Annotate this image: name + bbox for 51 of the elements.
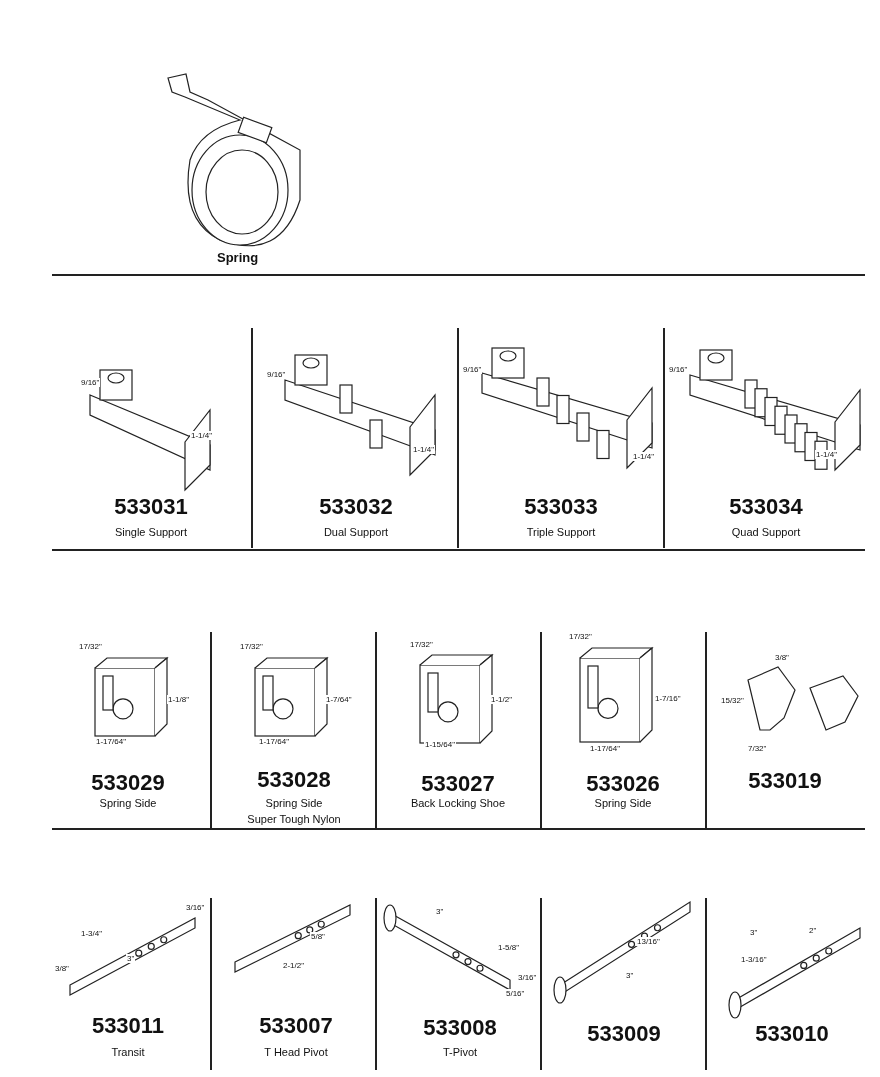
dimension-label: 1-3/16" [740,955,768,964]
dimension-label: 9/16" [668,365,689,374]
dimension-label: 3/8" [774,653,790,662]
dimension-label: 1-7/64" [325,695,353,704]
dimension-label: 1-5/8" [497,943,521,952]
dimension-label: 1-1/4" [190,431,214,440]
dimension-label: 3" [749,928,759,937]
dimension-label: 9/16" [80,378,101,387]
dimension-label: 7/32" [747,744,768,753]
dimension-label: 1-1/8" [167,695,191,704]
dimension-label: 17/32" [409,640,434,649]
dimension-label: 1-1/4" [412,445,436,454]
dimension-label: 17/32" [568,632,593,641]
dimension-label: 3/16" [517,973,538,982]
dimension-label: 2" [808,926,818,935]
dimension-label: 3" [625,971,635,980]
part-name: Spring Side [98,797,158,809]
dimension-label: 2-1/2" [282,961,306,970]
dimension-label: 1-1/2" [490,695,514,704]
dimension-label: 17/32" [239,642,264,651]
part-name: Triple Support [525,526,597,538]
dimension-label: 1-17/64" [95,737,127,746]
dimension-label: 3" [126,954,136,963]
dimension-label: 1-7/16" [654,694,682,703]
dimension-label: 1-1/4" [815,450,839,459]
part-name: Back Locking Shoe [409,797,507,809]
part-name: Super Tough Nylon [246,813,342,825]
part-name: Transit [110,1046,146,1058]
dimension-label: 1-17/64" [589,744,621,753]
part-name: Dual Support [322,526,390,538]
dimension-label: 13/16" [636,937,661,946]
dimension-label: 5/8" [310,932,326,941]
dimension-label: 5/16" [505,989,526,998]
dimension-label: 1-15/64" [424,740,456,749]
dimension-label: 3/8" [54,964,70,973]
part-name: Single Support [113,526,189,538]
part-name: T-Pivot [441,1046,479,1058]
dimension-label: 17/32" [78,642,103,651]
dimension-label: 1-3/4" [80,929,104,938]
dimension-label: 1-17/64" [258,737,290,746]
dimension-label: 3" [435,907,445,916]
part-name: Quad Support [730,526,802,538]
dimension-label: 9/16" [462,365,483,374]
dimension-label: 15/32" [720,696,745,705]
part-name: Spring Side [264,797,324,809]
part-name: Spring [216,250,260,265]
dimension-label: 1-1/4" [632,452,656,461]
dimension-label: 3/16" [185,903,206,912]
part-name: T Head Pivot [263,1046,329,1058]
dimension-label: 9/16" [266,370,287,379]
part-name: Spring Side [593,797,653,809]
